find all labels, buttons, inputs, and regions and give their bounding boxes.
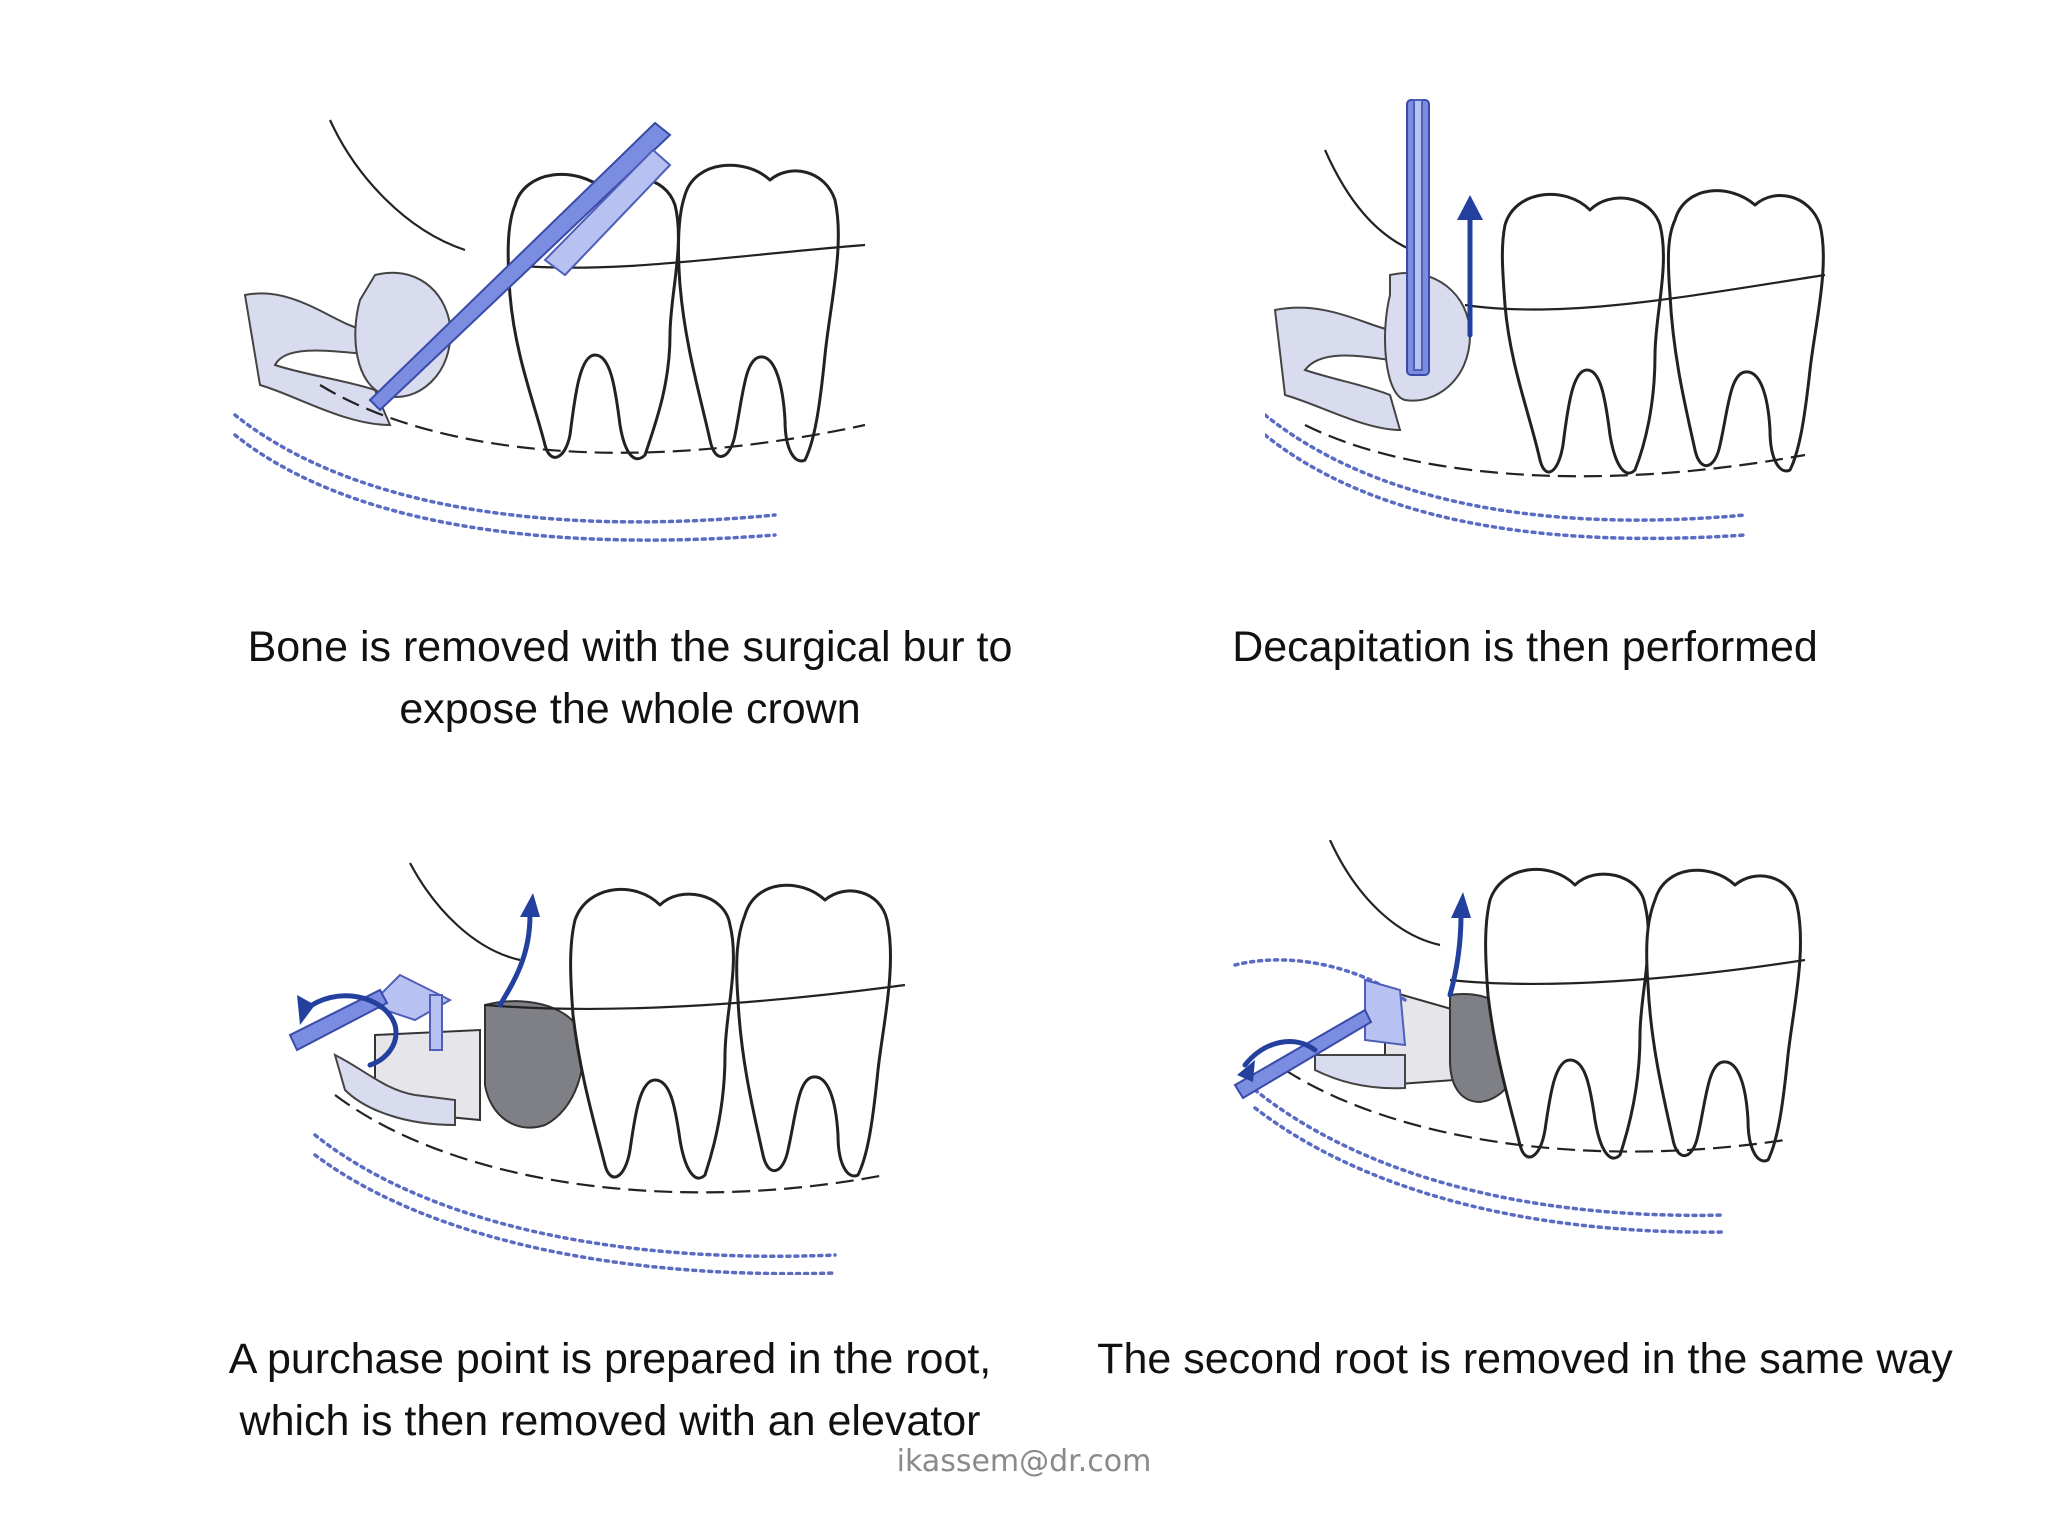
caption-bone-removal: Bone is removed with the surgical bur to… xyxy=(247,623,1013,733)
illustration-bone-removal xyxy=(215,95,915,575)
arrow-icon xyxy=(1451,892,1471,918)
illustration-second-root xyxy=(1225,840,1825,1260)
arrow-icon xyxy=(1237,1060,1255,1082)
purchase-point-drawing xyxy=(288,862,906,1275)
elevator-icon xyxy=(1364,978,1407,1047)
bone-removal-drawing xyxy=(233,119,866,542)
arrow-icon xyxy=(297,995,315,1025)
illustration-decapitation xyxy=(1265,95,1865,575)
caption-decapitation: Decapitation is then performed xyxy=(1232,623,1818,671)
decapitation-drawing xyxy=(1265,99,1826,541)
caption-second-root: The second root is removed in the same w… xyxy=(1097,1335,1953,1383)
surgical-bur-icon xyxy=(368,121,672,412)
arrow-icon xyxy=(520,893,540,917)
illustration-purchase-point xyxy=(275,855,925,1275)
footer-email: ikassem@dr.com xyxy=(896,1444,1152,1479)
second-root-drawing xyxy=(1233,840,1806,1234)
caption-purchase-point: A purchase point is prepared in the root… xyxy=(228,1335,992,1445)
arrow-icon xyxy=(1457,195,1483,220)
